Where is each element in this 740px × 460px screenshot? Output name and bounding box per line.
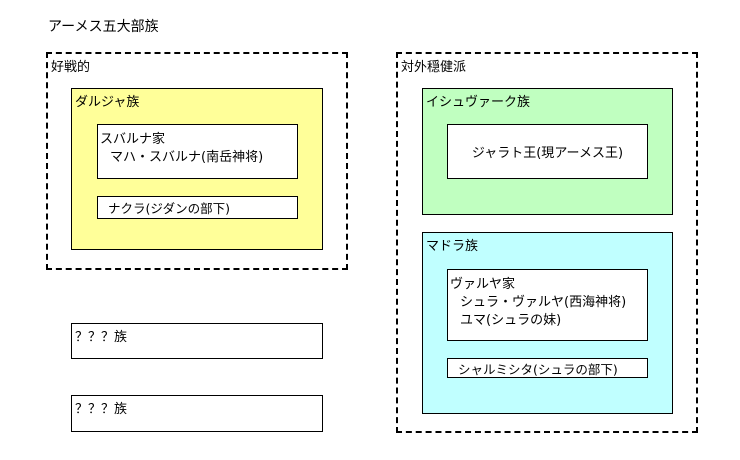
unknown-tribe-1: ？？？族	[71, 323, 323, 359]
group-warlike: 好戦的	[46, 52, 348, 270]
house-subaruna-name: スバルナ家	[100, 132, 166, 147]
tribe-darujaya-label: ダルジャ族	[75, 95, 140, 110]
house-varuya: ヴァルヤ家 シュラ・ヴァルヤ(西海神将) ユマ(シュラの妹)	[447, 269, 648, 341]
unknown-tribe-2-label: ？？？族	[75, 402, 128, 417]
house-subaruna: スバルナ家 マハ・スバルナ(南岳神将)	[97, 124, 298, 179]
diagram-title: アーメス五大部族	[48, 19, 159, 35]
member-shura-varuya: シュラ・ヴァルヤ(西海神将)	[460, 295, 627, 310]
group-warlike-label: 好戦的	[51, 60, 91, 75]
king-jarat: ジャラト王(現アーメス王)	[447, 124, 648, 179]
subordinate-nakura: ナクラ(ジダンの部下)	[97, 196, 298, 219]
house-varuya-name: ヴァルヤ家	[450, 277, 516, 292]
tribe-madora-label: マドラ族	[426, 239, 479, 254]
subordinate-sharumishita: シャルミシタ(シュラの部下)	[447, 358, 648, 378]
member-yuma: ユマ(シュラの妹)	[460, 313, 562, 328]
group-moderate-label: 対外穏健派	[401, 60, 467, 75]
group-moderate: 対外穏健派	[396, 52, 698, 433]
member-maha-subaruna: マハ・スバルナ(南岳神将)	[110, 150, 264, 165]
tribe-ishuvark-label: イシュヴァーク族	[426, 95, 531, 110]
unknown-tribe-1-label: ？？？族	[75, 330, 128, 345]
unknown-tribe-2: ？？？族	[71, 395, 323, 432]
